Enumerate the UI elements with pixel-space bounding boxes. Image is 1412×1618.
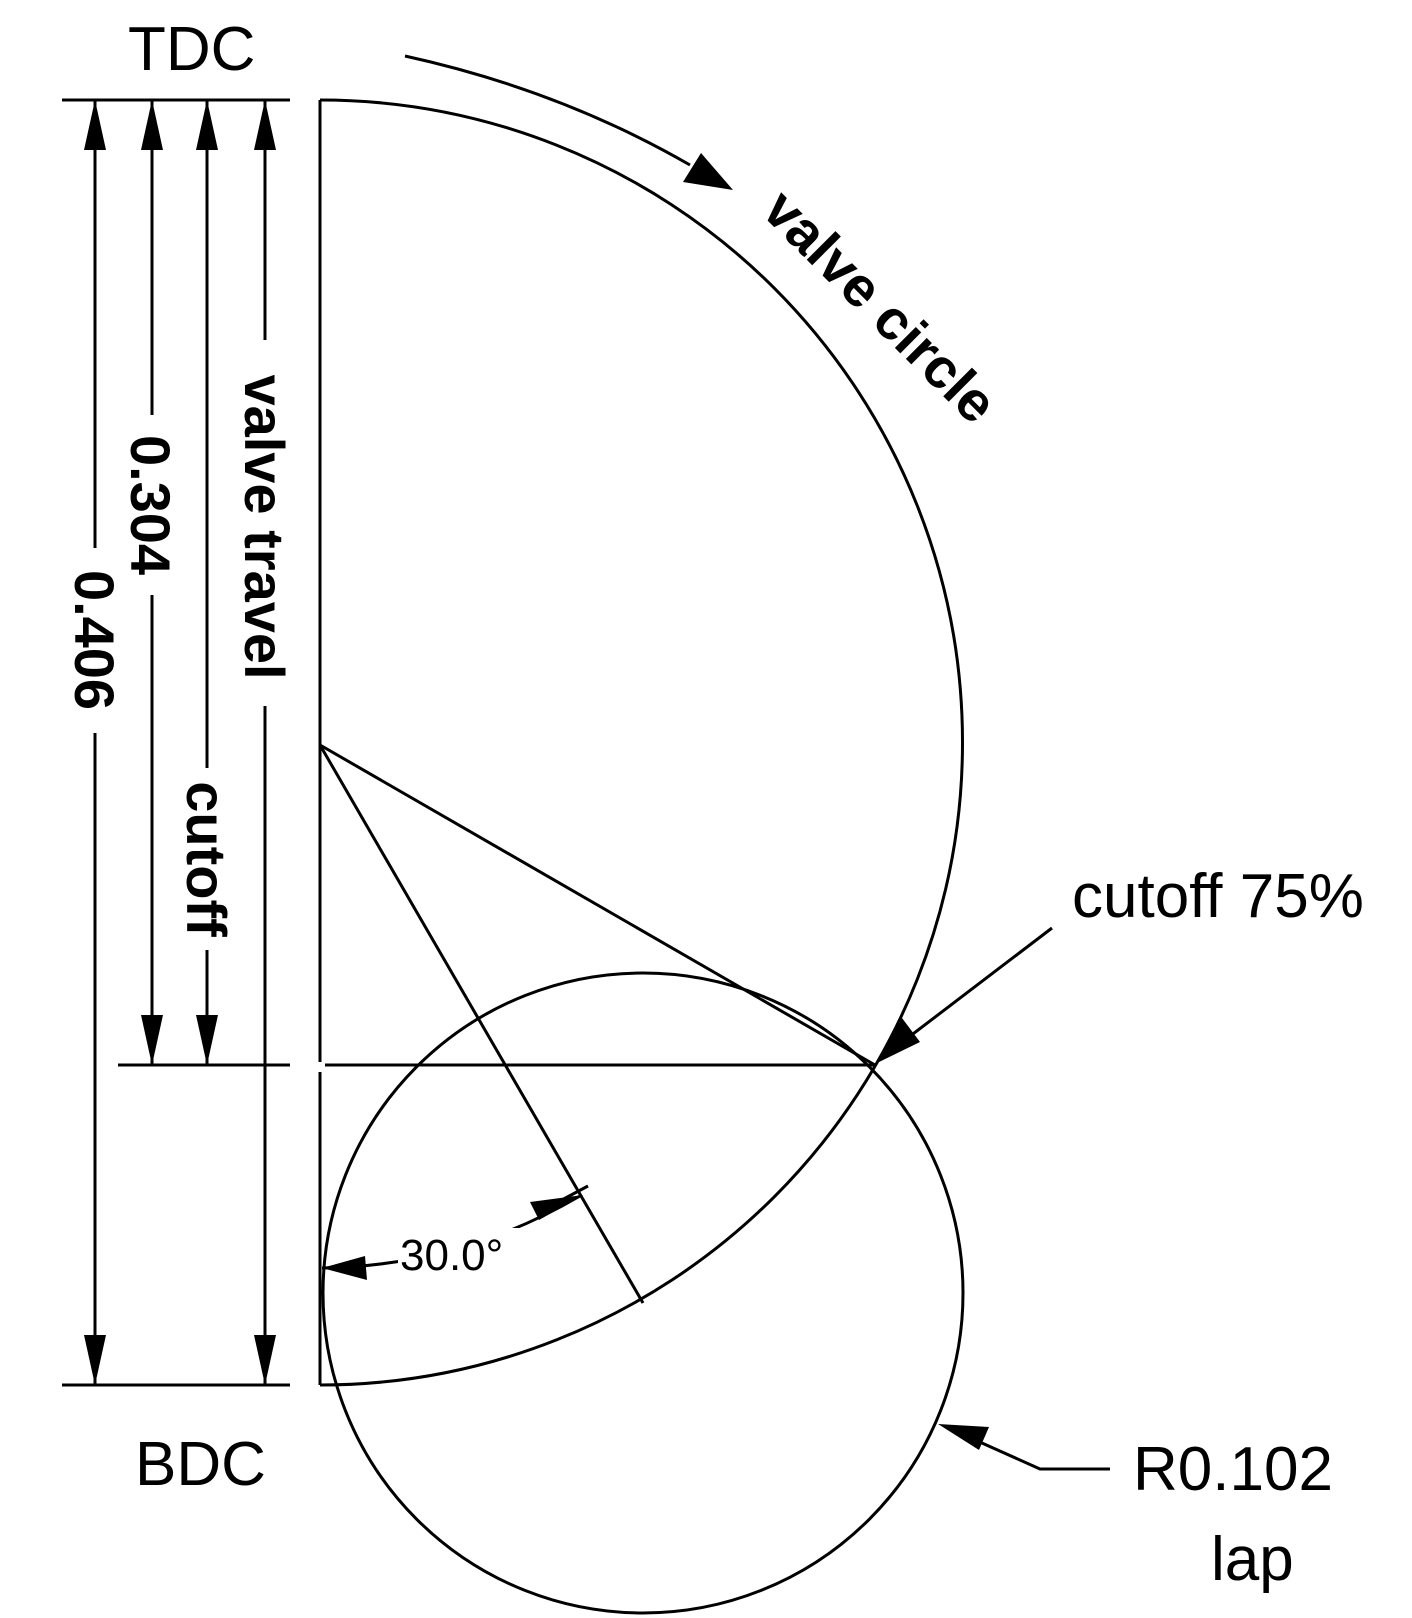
valve-travel-label: valve travel: [233, 374, 296, 679]
cutoff-dim-arrow-bottom: [196, 1015, 218, 1065]
dim-cutoff-arrow-bottom: [141, 1015, 163, 1065]
gap-cutoff: [137, 415, 167, 595]
angle-arrow-right: [530, 1195, 583, 1220]
angle-label: 30.0°: [400, 1231, 503, 1280]
dim-full-value: 0.406: [63, 570, 126, 710]
valve-circle-arc: [319, 98, 964, 1387]
bdc-label: BDC: [135, 1430, 266, 1499]
radius-arrow: [938, 1424, 989, 1450]
dim-cutoff-value: 0.304: [119, 435, 182, 575]
rotation-arrow-head: [683, 153, 733, 190]
tangent-line: [319, 743, 876, 1067]
dim-cutoff-arrow-top: [141, 100, 163, 150]
angle-line: [318, 744, 645, 1304]
gap-valve-travel: [250, 340, 280, 706]
valve-travel-arrow-top: [254, 100, 276, 150]
lap-circle: [321, 971, 965, 1615]
tdc-label: TDC: [128, 15, 255, 84]
lap-label: lap: [1211, 1525, 1294, 1594]
radius-label: R0.102: [1133, 1435, 1333, 1504]
cutoff-pct-label: cutoff 75%: [1072, 862, 1364, 931]
angle-arrow-left: [322, 1256, 367, 1280]
gap-angle: [398, 1228, 520, 1282]
cutoff-dim-arrow-top: [196, 100, 218, 150]
gap-full: [80, 548, 110, 733]
cutoff-pct-leader: [904, 926, 1053, 1042]
valve-travel-arrow-bottom: [254, 1335, 276, 1385]
dim-full-arrow-bottom: [84, 1335, 106, 1385]
rotation-arc: [404, 54, 691, 167]
cutoff-pct-arrow: [877, 1018, 920, 1063]
gap-cutoff-label: [192, 768, 222, 950]
dim-full-arrow-top: [84, 100, 106, 150]
cutoff-dim-label: cutoff: [175, 781, 238, 937]
radius-leader: [972, 1437, 1110, 1471]
